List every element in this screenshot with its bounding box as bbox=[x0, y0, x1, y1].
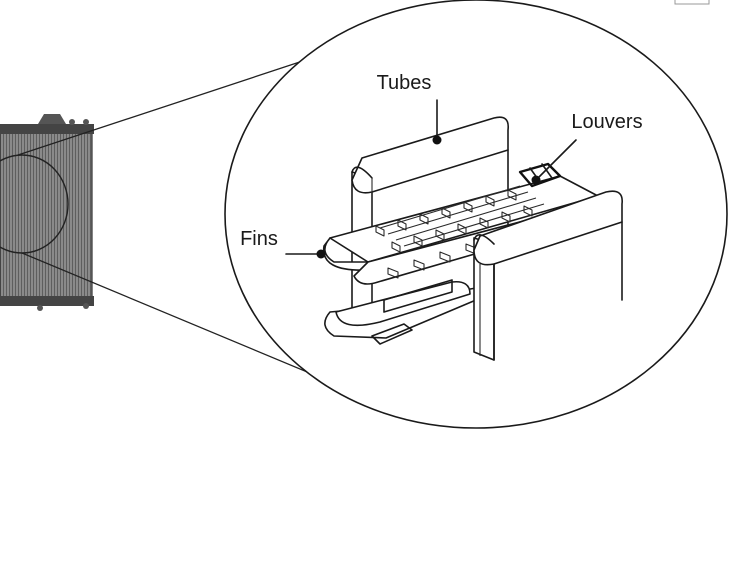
radiator-thumbnail bbox=[0, 114, 94, 311]
zoom-line-top bbox=[17, 52, 328, 156]
callout-fins: Fins bbox=[240, 228, 326, 259]
label-tubes: Tubes bbox=[377, 72, 432, 94]
label-louvers: Louvers bbox=[571, 111, 642, 133]
zoom-line-bottom bbox=[21, 252, 337, 385]
callout-louvers: Louvers bbox=[531, 111, 643, 185]
fin-tube-illustration bbox=[322, 116, 623, 361]
louver-rows bbox=[375, 162, 562, 253]
callout-tubes: Tubes bbox=[377, 72, 442, 145]
label-fins: Fins bbox=[240, 228, 278, 250]
corner-marker bbox=[674, 0, 710, 5]
